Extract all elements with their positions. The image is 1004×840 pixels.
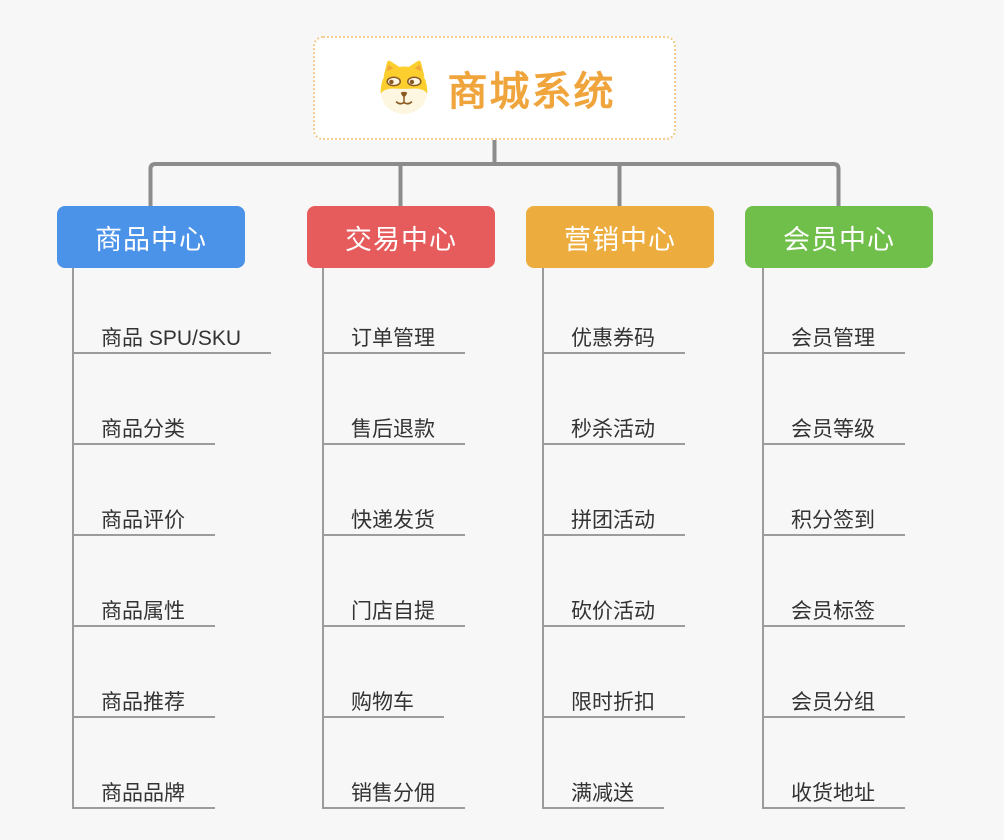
- child-topic[interactable]: 限时折扣: [544, 627, 685, 718]
- child-topic[interactable]: 商品品牌: [74, 718, 215, 809]
- child-topic[interactable]: 会员分组: [764, 627, 905, 718]
- child-topic[interactable]: 满减送: [544, 718, 664, 809]
- branch-label: 会员中心: [783, 224, 895, 255]
- child-topic[interactable]: 商品评价: [74, 445, 215, 536]
- branch-node-trade-center[interactable]: 交易中心: [307, 206, 495, 268]
- branch-label: 交易中心: [345, 224, 457, 255]
- child-topic[interactable]: 会员标签: [764, 536, 905, 627]
- child-topic[interactable]: 商品推荐: [74, 627, 215, 718]
- root-node[interactable]: 商城系统: [313, 36, 676, 140]
- child-topic[interactable]: 售后退款: [324, 354, 465, 445]
- child-topic[interactable]: 秒杀活动: [544, 354, 685, 445]
- child-topic[interactable]: 订单管理: [324, 268, 465, 354]
- child-topic[interactable]: 购物车: [324, 627, 444, 718]
- child-topic[interactable]: 会员等级: [764, 354, 905, 445]
- dog-icon: [380, 60, 427, 115]
- branch-children-product-center: 商品 SPU/SKU 商品分类 商品评价 商品属性 商品推荐 商品品牌: [72, 268, 272, 809]
- child-topic[interactable]: 商品属性: [74, 536, 215, 627]
- branch-node-marketing-center[interactable]: 营销中心: [526, 206, 714, 268]
- child-topic[interactable]: 销售分佣: [324, 718, 465, 809]
- root-title: 商城系统: [447, 70, 616, 114]
- child-topic[interactable]: 商品分类: [74, 354, 215, 445]
- branch-node-product-center[interactable]: 商品中心: [57, 206, 245, 268]
- child-topic[interactable]: 优惠券码: [544, 268, 685, 354]
- child-topic[interactable]: 积分签到: [764, 445, 905, 536]
- branch-children-trade-center: 订单管理 售后退款 快递发货 门店自提 购物车 销售分佣: [322, 268, 465, 809]
- branch-label: 营销中心: [564, 224, 676, 255]
- branch-node-member-center[interactable]: 会员中心: [745, 206, 933, 268]
- branch-children-marketing-center: 优惠券码 秒杀活动 拼团活动 砍价活动 限时折扣 满减送: [542, 268, 685, 809]
- child-topic[interactable]: 拼团活动: [544, 445, 685, 536]
- child-topic[interactable]: 砍价活动: [544, 536, 685, 627]
- child-topic[interactable]: 收货地址: [764, 718, 905, 809]
- branch-label: 商品中心: [95, 224, 207, 255]
- child-topic[interactable]: 快递发货: [324, 445, 465, 536]
- child-topic[interactable]: 门店自提: [324, 536, 465, 627]
- child-topic[interactable]: 商品 SPU/SKU: [74, 268, 272, 354]
- child-topic[interactable]: 会员管理: [764, 268, 905, 354]
- branch-children-member-center: 会员管理 会员等级 积分签到 会员标签 会员分组 收货地址: [762, 268, 905, 809]
